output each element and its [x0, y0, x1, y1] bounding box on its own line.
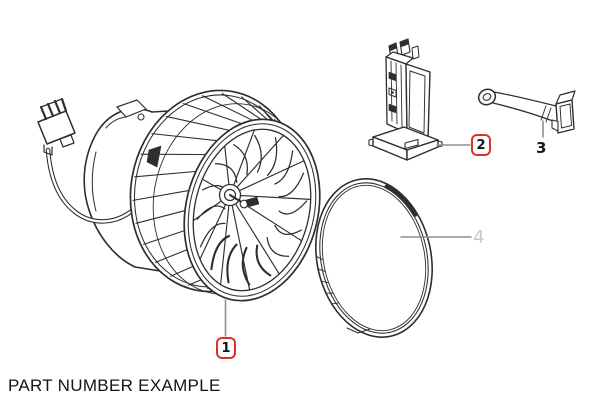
part-callout-3[interactable]: 3	[536, 139, 547, 157]
part-callout-1[interactable]: 1	[216, 337, 236, 359]
caption-part-number-example: PART NUMBER EXAMPLE	[8, 376, 221, 395]
part-callout-2[interactable]: 2	[471, 134, 491, 156]
fan-cage-illustration	[129, 89, 321, 302]
part-callout-4: 4	[473, 227, 485, 248]
resistor-unit-illustration	[368, 38, 443, 161]
linkage-rod-illustration	[477, 88, 576, 134]
sealing-ring-illustration	[315, 178, 433, 338]
callout-leader-lines	[224, 120, 544, 337]
